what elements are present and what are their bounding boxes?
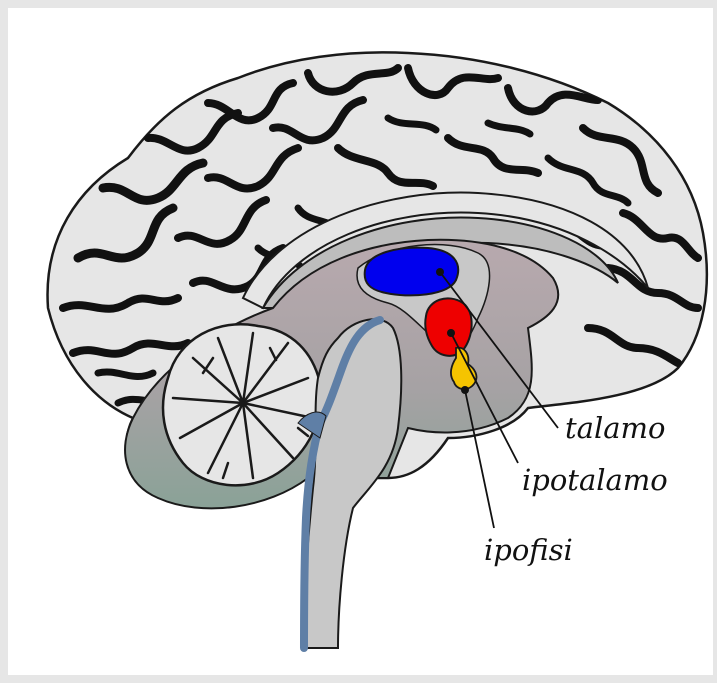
ipofisi-marker-dot xyxy=(461,386,469,394)
talamo-region xyxy=(365,248,459,296)
diagram-canvas: talamo ipotalamo ipofisi xyxy=(8,8,713,675)
ipotalamo-marker-dot xyxy=(447,329,455,337)
talamo-marker-dot xyxy=(436,268,444,276)
ipofisi-label: ipofisi xyxy=(484,533,573,567)
ipotalamo-label: ipotalamo xyxy=(522,463,668,497)
brain-sagittal-diagram: talamo ipotalamo ipofisi xyxy=(8,8,717,683)
talamo-label: talamo xyxy=(565,411,665,445)
ipotalamo-region xyxy=(425,298,471,355)
